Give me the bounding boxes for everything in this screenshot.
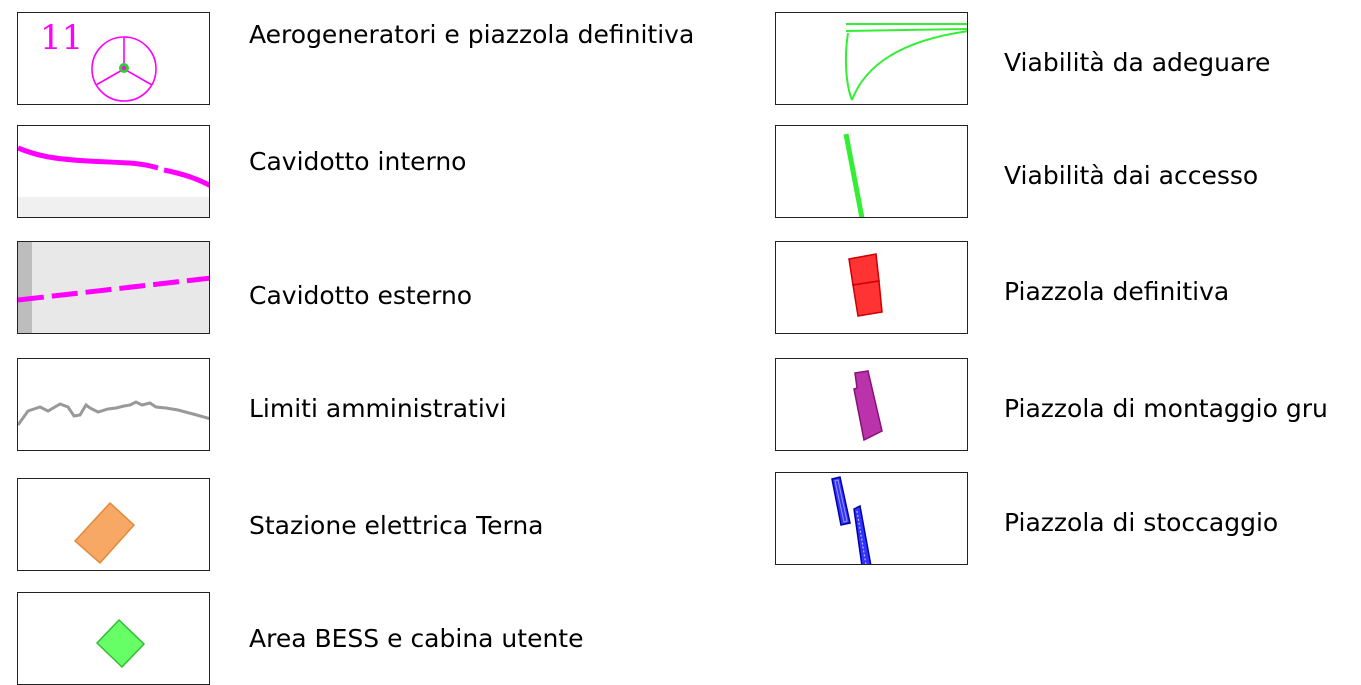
- road-upgrade-swatch: [775, 12, 968, 105]
- wind-turbine-icon: 11: [40, 18, 157, 102]
- legend-label-final-pad: Piazzola definitiva: [1004, 277, 1230, 306]
- crane-pad-swatch: [775, 358, 968, 451]
- legend-label-crane-pad: Piazzola di montaggio gru: [1004, 394, 1328, 423]
- legend-label-access-road: Viabilità dai accesso: [1004, 161, 1259, 190]
- final-pad-swatch: [775, 241, 968, 334]
- legend-label-bess-area: Area BESS e cabina utente: [249, 624, 584, 653]
- substation-swatch: [17, 478, 210, 571]
- legend-label-storage-pad: Piazzola di stoccaggio: [1004, 508, 1279, 537]
- legend-label-external-cable: Cavidotto esterno: [249, 281, 473, 310]
- road-upgrade-line: [844, 23, 967, 101]
- legend-label-admin-boundary: Limiti amministrativi: [249, 394, 507, 423]
- wind-turbine-swatch: 11: [17, 12, 210, 105]
- bess-area-swatch: [17, 592, 210, 685]
- access-road-line: [843, 133, 865, 217]
- legend-label-substation: Stazione elettrica Terna: [249, 511, 544, 540]
- bess-area-polygon: [95, 618, 146, 669]
- final-pad-polygon: [848, 253, 883, 317]
- access-road-swatch: [775, 125, 968, 218]
- legend-label-internal-cable: Cavidotto interno: [249, 147, 467, 176]
- legend-label-road-upgrade: Viabilità da adeguare: [1004, 48, 1271, 77]
- administrative-boundary-line: [18, 400, 209, 426]
- external-cable-swatch: [17, 241, 210, 334]
- internal-cable-swatch: [17, 125, 210, 218]
- crane-pad-polygon: [853, 370, 883, 442]
- legend-label-wind-turbine: Aerogeneratori e piazzola definitiva: [249, 20, 695, 49]
- admin-boundary-swatch: [17, 358, 210, 451]
- external-cable-dashed-line: [18, 275, 209, 303]
- substation-polygon: [73, 501, 136, 565]
- storage-pad-swatch: [775, 472, 968, 565]
- storage-pad-polygon: [831, 476, 872, 564]
- turbine-number: 11: [40, 18, 83, 58]
- internal-cable-line: [18, 145, 209, 188]
